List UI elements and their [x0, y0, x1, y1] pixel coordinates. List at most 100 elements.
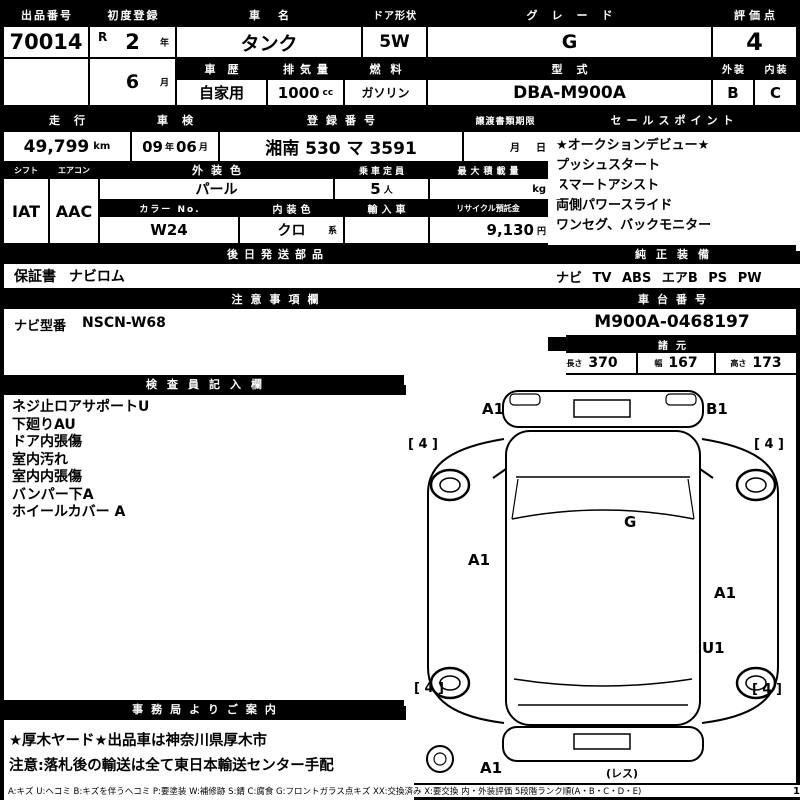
diagram-annotation: A1	[714, 584, 737, 602]
aircon-label: エアコン	[50, 163, 98, 177]
exterior-score-label: 外装	[713, 59, 753, 78]
inspection-year: 09	[142, 137, 163, 156]
dim-height-value: 173	[752, 355, 782, 371]
list-item: ワンセグ、バックモニター	[556, 218, 712, 233]
caution-label: 注意事項欄	[4, 290, 546, 307]
shift-label: シフト	[4, 163, 48, 177]
inspection-year-unit: 年	[164, 143, 174, 153]
dim-width-value: 167	[668, 355, 698, 371]
rear-bumper	[502, 726, 704, 762]
diagram-annotation: B1	[706, 400, 728, 418]
list-item: 室内汚れ	[12, 451, 68, 468]
interior-score-value: C	[755, 80, 796, 105]
caution-cell: ナビ型番 NSCN-W68	[4, 309, 566, 385]
caution-item-label: ナビ型番	[14, 319, 67, 334]
first-reg-label: 初度登録	[90, 4, 175, 25]
registration-label: 登録番号	[220, 110, 462, 130]
blank-cell	[4, 59, 88, 105]
first-reg-year-unit: 年	[159, 38, 169, 49]
int-color-label: 内装色	[240, 201, 343, 215]
dim-width-cell: 幅 167	[638, 353, 714, 373]
first-reg-month-cell: 6 月	[90, 59, 175, 105]
transfer-day-unit: 日	[536, 143, 546, 154]
import-label: 輸入車	[345, 201, 428, 215]
diagram-annotation: [ 4 ]	[752, 682, 782, 697]
auction-no-value: 70014	[4, 27, 88, 57]
color-no-label: カラー No.	[100, 201, 238, 215]
diagram-annotation: G	[624, 513, 637, 531]
recycle-value: 9,130	[486, 221, 534, 239]
int-color-value: クロ	[277, 223, 306, 239]
dim-length-label: 長さ	[566, 358, 583, 368]
later-parts-label: 後日発送部品	[4, 245, 546, 262]
sales-points-list: ★オークションデビュー★プッシュスタートスマートアシスト両側パワースライドワンセ…	[548, 132, 800, 251]
capacity-value: 5	[370, 180, 381, 198]
history-value: 自家用	[177, 80, 266, 105]
legend-page-number: 1	[793, 785, 800, 797]
list-item: ネジ止ロアサポートU	[12, 399, 150, 415]
int-color-cell: クロ 系	[240, 217, 343, 243]
interior-score-label: 内装	[755, 59, 796, 78]
list-item: プッシュスタート	[556, 158, 661, 173]
side-panels	[427, 438, 779, 724]
shift-value: IAT	[4, 179, 48, 243]
ext-color-label: 外装色	[100, 163, 333, 177]
equipment-value: ナビ TV ABS エアB PS PW	[548, 264, 800, 288]
first-reg-month-unit: 月	[159, 78, 169, 89]
first-reg-era: R	[98, 30, 108, 44]
displacement-unit: cc	[322, 87, 334, 98]
diagram-annotation: U1	[702, 639, 725, 657]
inspection-label: 車検	[132, 110, 218, 130]
mileage-cell: 49,799 km	[4, 132, 130, 161]
diagram-annotation: A1	[468, 551, 491, 569]
list-item: ホイールカバー A	[12, 504, 126, 520]
caution-item-value: NSCN-W68	[82, 315, 166, 331]
dimensions-label: 諸元	[548, 337, 796, 351]
auction-no-label: 出品番号	[4, 4, 88, 25]
mileage-value: 49,799	[23, 136, 90, 157]
max-load-label: 最大積載量	[430, 163, 546, 177]
int-color-suffix: 系	[327, 226, 337, 237]
front-bumper	[502, 390, 704, 428]
mileage-unit: km	[93, 141, 111, 152]
dim-height-label: 高さ	[730, 358, 747, 368]
legend-text: A:キズ U:ヘコミ B:キズを伴うヘコミ P:要塗装 W:補修跡 S:錆 C:…	[8, 787, 642, 797]
history-label: 車歴	[177, 59, 266, 78]
spare-tire	[426, 745, 454, 773]
transfer-deadline-cell: 月 日	[464, 132, 556, 161]
registration-value: 湘南 530 マ 3591	[220, 132, 462, 161]
diagram-annotation: [ 4 ]	[754, 437, 784, 452]
transfer-deadline-label: 譲渡書類期限	[464, 110, 546, 130]
displacement-label: 排気量	[268, 59, 343, 78]
door-shape-label: ドア形状	[363, 4, 426, 25]
max-load-unit: kg	[532, 183, 546, 195]
list-item: 下廻りAU	[12, 416, 76, 433]
car-outline-svg	[426, 390, 779, 773]
list-item: バンパー下A	[12, 486, 94, 503]
later-parts-value: 保証書 ナビロム	[4, 264, 556, 288]
score-label: 評価点	[713, 4, 796, 25]
max-load-cell: kg	[430, 179, 560, 199]
legend-bar: A:キズ U:ヘコミ B:キズを伴うヘコミ P:要塗装 W:補修跡 S:錆 C:…	[4, 785, 800, 797]
sales-points-label: セールスポイント	[548, 110, 796, 130]
inspection-month-unit: 月	[198, 143, 208, 153]
color-no-value: W24	[100, 217, 238, 243]
displacement-cell: 1000 cc	[268, 80, 343, 105]
transfer-month-unit: 月	[510, 143, 520, 154]
list-item: スマートアシスト	[556, 178, 660, 193]
dim-width-label: 幅	[654, 358, 663, 368]
diagram-annotation: (レス)	[606, 767, 639, 780]
model-value: DBA-M900A	[428, 80, 711, 105]
list-item: 室内内張傷	[12, 469, 82, 485]
list-item: ★厚木ヤード★出品車は神奈川県厚木市	[9, 733, 267, 749]
diagram-annotation: [ 4 ]	[408, 437, 438, 452]
car-name-value: タンク	[177, 27, 361, 57]
recycle-cell: 9,130 円	[430, 217, 556, 243]
model-label: 型式	[428, 59, 711, 78]
grade-label: グレード	[428, 4, 711, 25]
mileage-label: 走行	[4, 110, 130, 130]
exterior-score-value: B	[713, 80, 753, 105]
list-item: ★オークションデビュー★	[556, 138, 710, 153]
first-reg-year-cell: R 2 年	[90, 27, 175, 57]
